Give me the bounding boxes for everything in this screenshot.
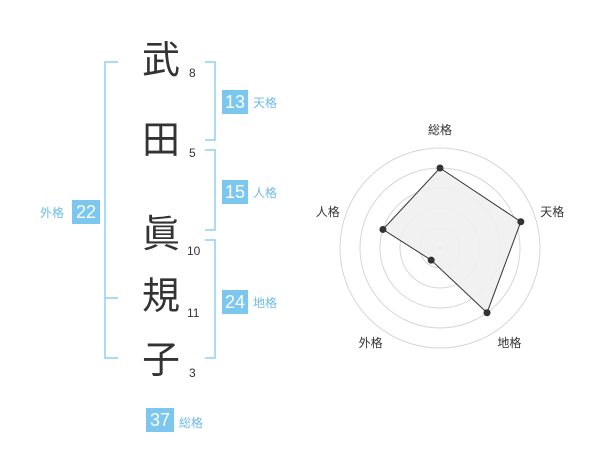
- jinkaku-bracket: [205, 149, 216, 231]
- radar-point-5: [379, 225, 387, 233]
- radar-axis-label-5: 人格: [315, 204, 340, 219]
- radar-axis-label-1: 総格: [428, 123, 453, 137]
- name-char-1: 武: [141, 38, 180, 82]
- chikaku-bracket: [205, 239, 216, 359]
- gaikaku-label: 外格: [40, 206, 65, 220]
- gaikaku-bracket: [104, 61, 118, 359]
- jinkaku-label: 人格: [253, 186, 278, 200]
- stroke-count-3: 10: [187, 244, 201, 258]
- tenkaku-value: 13: [222, 90, 248, 114]
- radar-point-1: [436, 164, 444, 172]
- jinkaku-value: 15: [222, 180, 248, 204]
- gaikaku-value: 22: [72, 200, 100, 224]
- stroke-count-2: 5: [189, 146, 196, 160]
- name-char-2: 田: [141, 118, 180, 162]
- radar-axis-label-2: 天格: [540, 204, 565, 219]
- radar-point-2: [517, 218, 525, 226]
- stroke-count-4: 11: [187, 306, 200, 320]
- radar-point-3: [483, 309, 491, 317]
- tenkaku-bracket: [205, 61, 216, 141]
- soukaku-label: 総格: [179, 416, 204, 430]
- radar-point-4: [427, 256, 435, 264]
- soukaku-value: 37: [146, 408, 174, 432]
- name-char-5: 子: [141, 338, 180, 382]
- name-char-3: 眞: [141, 212, 180, 256]
- radar-ring-5: [339, 147, 541, 349]
- radar-axis-label-3: 地格: [497, 336, 522, 351]
- chikaku-label: 地格: [253, 296, 278, 310]
- tenkaku-label: 天格: [253, 96, 278, 110]
- chikaku-value: 24: [222, 290, 248, 314]
- stroke-count-5: 3: [189, 366, 196, 380]
- stroke-count-1: 8: [189, 66, 196, 80]
- name-char-4: 規: [141, 274, 180, 318]
- radar-axis-label-4: 外格: [358, 336, 383, 351]
- radar-area: [382, 167, 522, 314]
